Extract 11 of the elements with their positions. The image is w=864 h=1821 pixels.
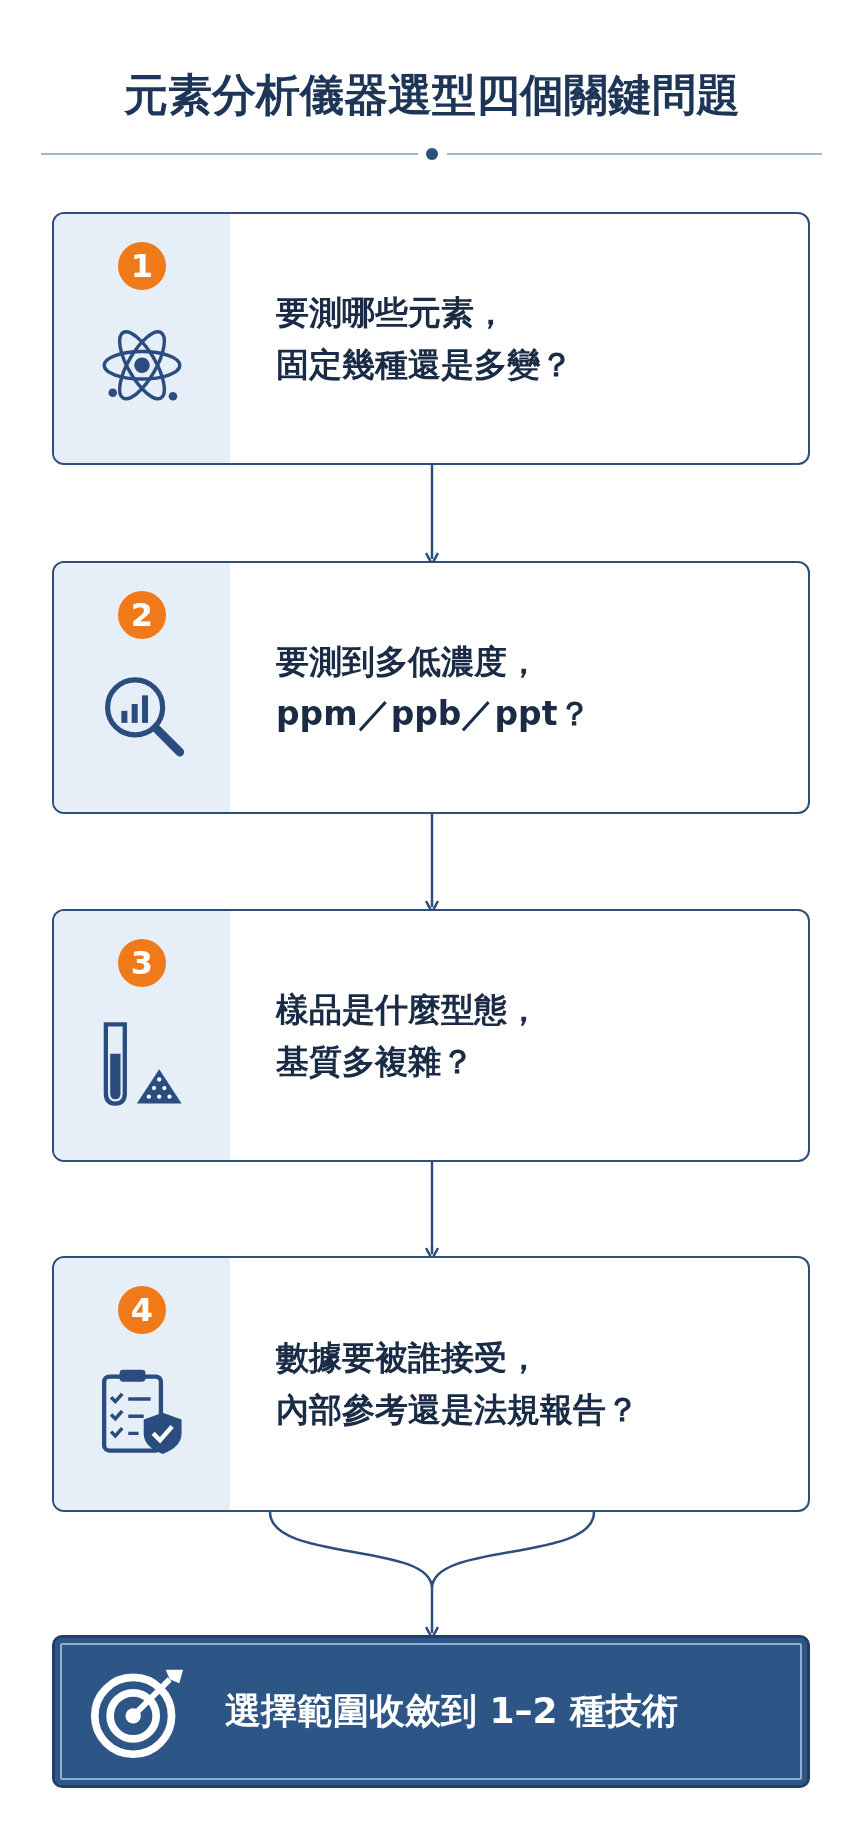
question-text: 要測哪些元素，固定幾種還是多變？ [276, 291, 573, 386]
result-banner [52, 1635, 810, 1788]
title: 元素分析儀器選型四個關鍵問題 [123, 68, 741, 122]
step-card [52, 561, 810, 814]
step-card [52, 212, 810, 465]
question-text: 要測到多低濃度，ppm／ppb／ppt？ [276, 640, 591, 735]
step-card [52, 909, 810, 1162]
question-text: 樣品是什麼型態，基質多複雜？ [276, 988, 540, 1083]
result-text: 選擇範圍收斂到 1–2 種技術 [225, 1689, 679, 1733]
step-card [52, 1256, 810, 1512]
question-text: 數據要被誰接受，內部參考還是法規報告？ [276, 1337, 639, 1431]
